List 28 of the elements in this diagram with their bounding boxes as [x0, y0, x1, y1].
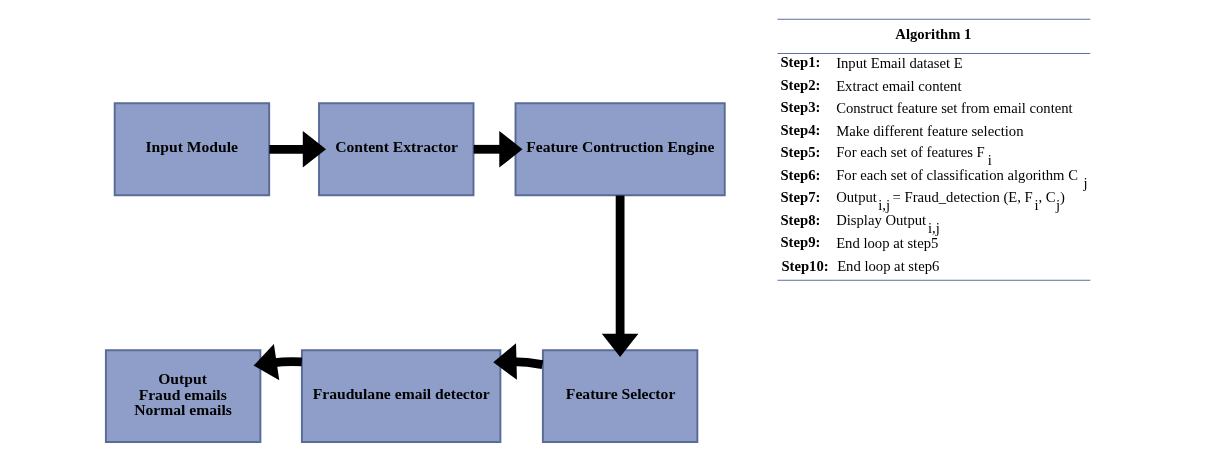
label: Step3:: [780, 99, 821, 116]
label: Step6:: [780, 166, 821, 183]
arrow: [601, 195, 639, 357]
arrow: [269, 130, 327, 168]
label: Algorithm 1: [895, 25, 972, 42]
node-box: Fraudulane email detector: [300, 349, 502, 444]
label: Step2:: [780, 76, 821, 93]
node-box: Feature Contruction Engine: [514, 102, 726, 197]
label: Make different feature selection: [836, 122, 1024, 139]
label: Construct feature set from email content: [836, 100, 1073, 117]
arrow: [253, 344, 302, 381]
label: Extract email content: [836, 77, 962, 94]
label: Input Email dataset E: [836, 55, 963, 72]
label: End loop at step5: [836, 235, 939, 252]
label: End loop at step6: [837, 258, 940, 275]
arrow: [473, 130, 523, 168]
label: Step8:: [780, 211, 821, 228]
label: Step4:: [780, 121, 821, 138]
label: Step1:: [780, 54, 821, 71]
node-box: Feature Selector: [541, 349, 699, 444]
label: Step7:: [780, 189, 821, 206]
node-box: Output Fraud emails Normal emails: [104, 349, 262, 444]
label: Step5:: [780, 144, 821, 161]
arrow: [493, 343, 544, 380]
node-box: Input Module: [113, 102, 271, 197]
label: Step10:: [781, 257, 829, 274]
node-box: Content Extractor: [318, 102, 475, 197]
label: Step9:: [780, 234, 821, 251]
